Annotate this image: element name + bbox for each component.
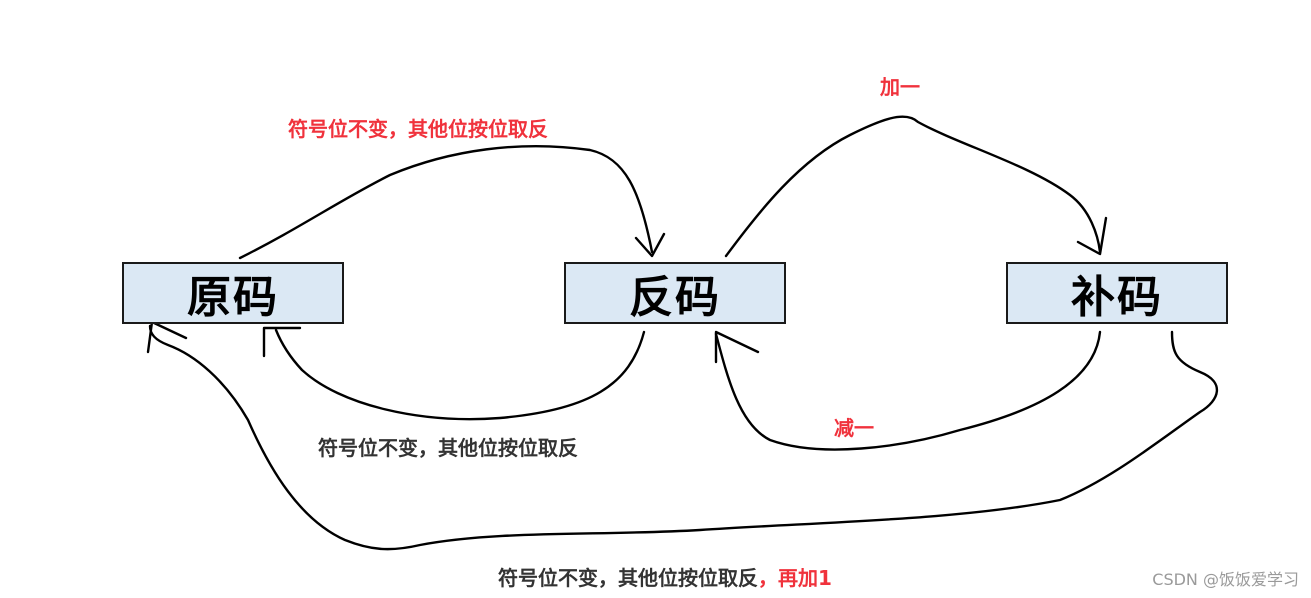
- watermark: CSDN @饭饭爱学习: [1152, 570, 1299, 589]
- label-ones-to-original: 符号位不变，其他位按位取反: [318, 436, 578, 460]
- arrowhead-original-to-ones: [634, 232, 666, 258]
- arrowhead-ones-to-original: [262, 326, 302, 358]
- arrowhead-twos-to-ones: [714, 330, 760, 364]
- arrowhead-ones-to-twos: [1076, 216, 1108, 256]
- arrow-ones-to-original: [274, 328, 646, 421]
- arrow-twos-to-original: [148, 324, 1219, 551]
- node-ones-complement-label: 反码: [629, 272, 721, 323]
- label-twos-to-original-main: 符号位不变，其他位按位取反: [498, 566, 758, 590]
- node-original-label: 原码: [187, 272, 279, 323]
- node-original: 原码: [122, 262, 344, 324]
- label-subtract-one: 减一: [834, 416, 874, 440]
- node-twos-complement-label: 补码: [1071, 272, 1163, 323]
- node-ones-complement: 反码: [564, 262, 786, 324]
- arrow-twos-to-ones: [714, 330, 1102, 451]
- arrow-ones-to-twos: [724, 115, 1102, 258]
- label-original-to-ones: 符号位不变，其他位按位取反: [288, 117, 548, 141]
- label-twos-to-original-suffix: ，再加1: [758, 566, 832, 590]
- arrow-original-to-ones: [238, 144, 654, 260]
- label-add-one: 加一: [880, 75, 920, 99]
- label-twos-to-original: 符号位不变，其他位按位取反，再加1: [498, 562, 832, 591]
- node-twos-complement: 补码: [1006, 262, 1228, 324]
